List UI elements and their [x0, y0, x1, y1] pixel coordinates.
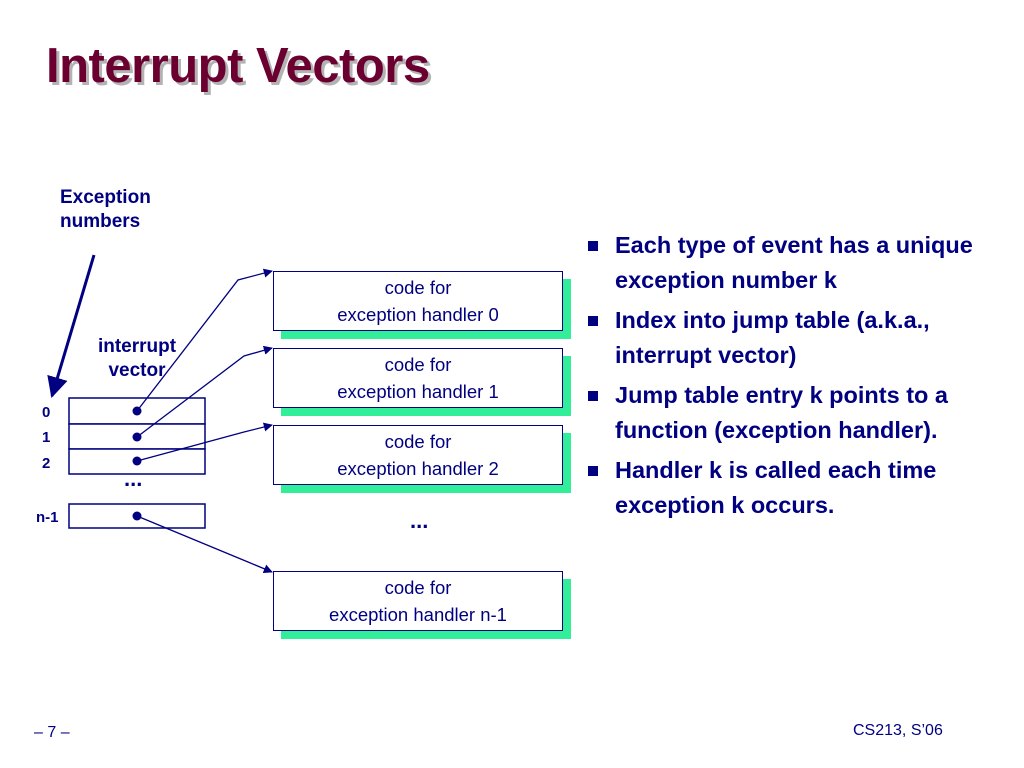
bullet-item: Handler k is called each time exception …	[588, 453, 1018, 523]
handler-2-line1: code for	[384, 431, 452, 452]
bullet-square-icon	[588, 316, 598, 326]
handler-n-1-line1: code for	[384, 577, 452, 598]
handler-box-0: code for exception handler 0	[273, 271, 563, 331]
slide-title: Interrupt Vectors	[46, 39, 430, 93]
exception-number-arrow	[47, 254, 96, 399]
bullet-item: Each type of event has a unique exceptio…	[588, 228, 1018, 298]
bullet-text: Handler k is called each time exception …	[615, 457, 937, 518]
handler-box-2: code for exception handler 2	[273, 425, 563, 485]
table-ellipsis: ...	[124, 466, 143, 491]
handler-arrows	[136, 268, 273, 574]
bullet-list: Each type of event has a unique exceptio…	[588, 228, 1018, 528]
vector-cell-n-1	[68, 503, 206, 529]
vector-label-line1: interrupt	[97, 336, 177, 357]
bullet-square-icon	[588, 241, 598, 251]
handler-2-line2: exception handler 2	[337, 458, 499, 479]
interrupt-vector-label: interrupt vector	[88, 335, 186, 383]
handler-n-1-line2: exception handler n-1	[329, 604, 507, 625]
bullet-square-icon	[588, 466, 598, 476]
handler-box-n-1: code for exception handler n-1	[273, 571, 563, 631]
handler-1-line1: code for	[384, 354, 452, 375]
handler-1-line2: exception handler 1	[337, 381, 499, 402]
vector-cell-2	[68, 448, 206, 475]
handler-box-1: code for exception handler 1	[273, 348, 563, 408]
page-number: – 7 –	[34, 724, 70, 741]
arrow-to-handler-n-1	[136, 515, 273, 574]
index-0: 0	[42, 404, 51, 421]
arrow-to-handler-2	[136, 422, 273, 462]
bullet-item: Index into jump table (a.k.a., interrupt…	[588, 303, 1018, 373]
bullet-item: Jump table entry k points to a function …	[588, 378, 1018, 448]
exception-label-line1: Exception	[60, 187, 151, 208]
handler-0-line2: exception handler 0	[337, 304, 499, 325]
arrow-to-handler-1	[136, 345, 273, 438]
handler-ellipsis: ...	[410, 508, 429, 533]
bullet-text: Index into jump table (a.k.a., interrupt…	[615, 307, 930, 368]
exception-label-line2: numbers	[60, 211, 141, 232]
vector-label-line2: vector	[108, 360, 166, 381]
index-1: 1	[42, 429, 51, 446]
course-label: CS213, S’06	[853, 722, 943, 739]
bullet-square-icon	[588, 391, 598, 401]
handler-0-line1: code for	[384, 277, 452, 298]
bullet-text: Each type of event has a unique exceptio…	[615, 232, 973, 293]
index-2: 2	[42, 455, 51, 472]
exception-numbers-label: Exception numbers	[60, 186, 151, 234]
bullet-text: Jump table entry k points to a function …	[615, 382, 948, 443]
index-n-1: n-1	[36, 509, 59, 526]
arrow-to-handler-0	[136, 268, 273, 412]
